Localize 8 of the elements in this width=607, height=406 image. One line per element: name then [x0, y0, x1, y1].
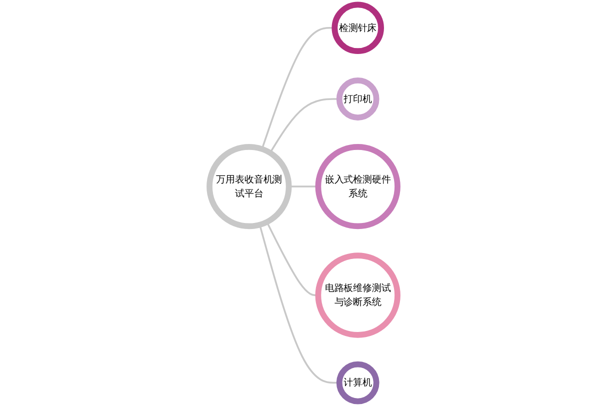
- node-circle: 万用表收音机测试平台: [206, 144, 292, 230]
- node-circle: 检测针床: [332, 2, 384, 54]
- node-circle: 嵌入式检测硬件系统: [315, 144, 400, 230]
- connector: [266, 222, 318, 296]
- node-circle: 电路板维修测试与诊断系统: [315, 252, 400, 338]
- connector: [269, 98, 340, 154]
- node-circle: 计算机: [336, 361, 380, 404]
- node-circle: 打印机: [336, 78, 380, 120]
